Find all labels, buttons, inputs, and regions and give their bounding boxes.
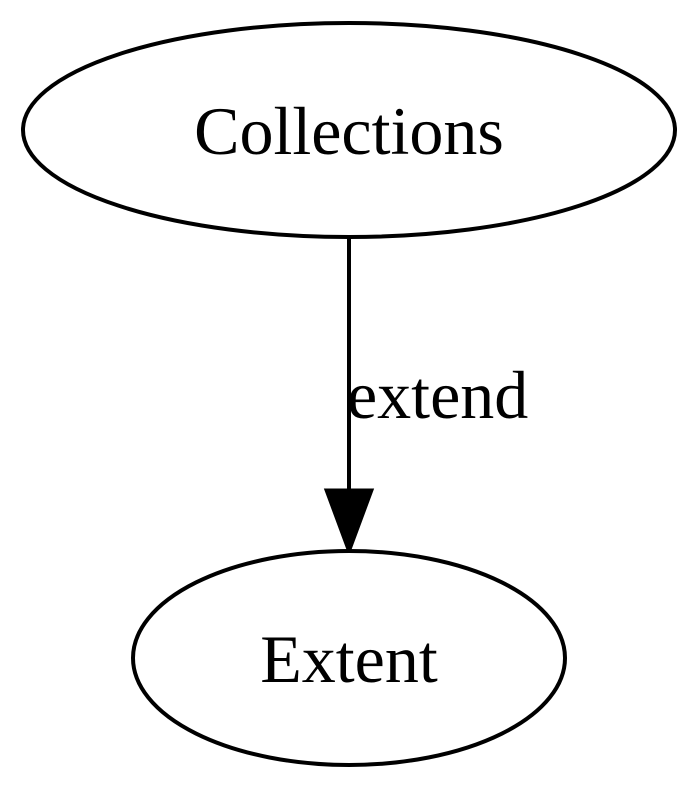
edge-collections-extent-label: extend: [347, 357, 528, 433]
edge-collections-extent: extend: [323, 238, 528, 557]
node-extent-label: Extent: [260, 621, 438, 697]
node-collections-shape: [21, 21, 677, 239]
node-extent: Extent: [131, 549, 567, 767]
node-collections: Collections: [21, 21, 677, 239]
node-collections-label: Collections: [194, 93, 504, 169]
edge-collections-extent-arrowhead: [323, 488, 375, 557]
node-extent-shape: [131, 549, 567, 767]
